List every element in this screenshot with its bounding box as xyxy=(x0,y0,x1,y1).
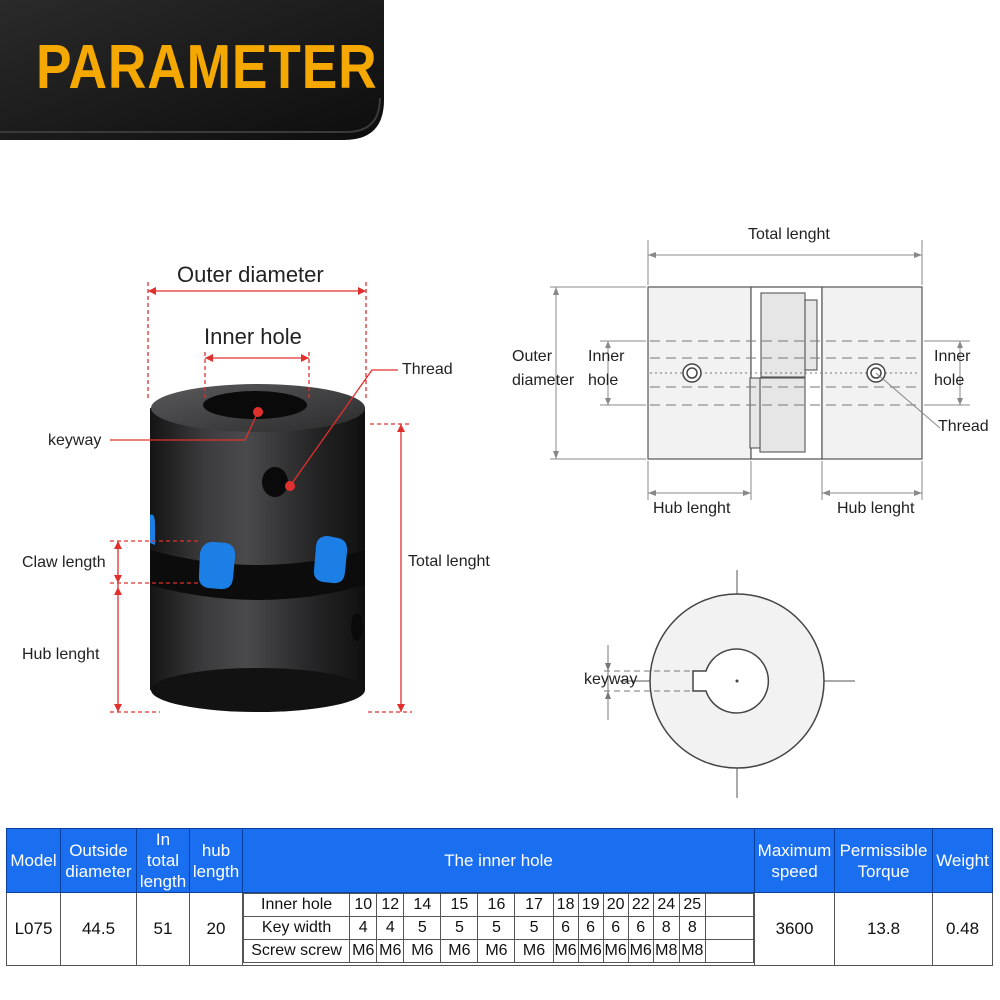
inner-grid-cell: 19 xyxy=(577,893,604,917)
inner-grid-cell: 5 xyxy=(477,916,516,940)
inner-grid-cell: M8 xyxy=(678,939,706,963)
table-header-row: Model Outside diameter In total length h… xyxy=(6,828,993,893)
banner xyxy=(0,0,384,140)
end-view-drawing xyxy=(604,570,855,798)
inner-grid-cell: M6 xyxy=(577,939,604,963)
inner-grid-cell: 6 xyxy=(627,916,654,940)
inner-grid-cell: M6 xyxy=(376,939,405,963)
inner-grid-cell: 8 xyxy=(678,916,706,940)
inner-grid-cell: 6 xyxy=(577,916,604,940)
inner-grid-cell: 16 xyxy=(477,893,516,917)
inner-grid-cell: 6 xyxy=(552,916,579,940)
cell-model: L075 xyxy=(6,892,61,966)
label-outer-side-2: diameter xyxy=(512,372,575,389)
header-outside-diameter: Outside diameter xyxy=(60,828,137,893)
label-inner-right-2: hole xyxy=(934,372,965,389)
cell-max-speed: 3600 xyxy=(754,892,835,966)
header-inner-hole: The inner hole xyxy=(242,828,755,893)
inner-grid-cell xyxy=(704,939,755,963)
inner-grid-cell: M6 xyxy=(602,939,629,963)
label-outer-diameter: Outer diameter xyxy=(177,262,324,287)
inner-grid-cell: M6 xyxy=(552,939,579,963)
side-view-drawing xyxy=(550,240,970,500)
inner-grid-cell: M6 xyxy=(403,939,442,963)
inner-grid-cell: M6 xyxy=(477,939,516,963)
label-hub-left: Hub lenght xyxy=(653,500,731,517)
inner-grid-cell: 5 xyxy=(403,916,442,940)
label-keyway-photo: keyway xyxy=(48,432,102,449)
inner-grid-cell: 10 xyxy=(349,893,378,917)
inner-grid-cell: M6 xyxy=(514,939,554,963)
label-keyway-end: keyway xyxy=(584,671,638,688)
inner-grid-cell: 12 xyxy=(376,893,405,917)
cell-hub-length: 20 xyxy=(189,892,243,966)
inner-grid-cell: M6 xyxy=(627,939,654,963)
inner-grid-cell: 25 xyxy=(678,893,706,917)
inner-grid-cell: M6 xyxy=(349,939,378,963)
inner-grid-cell: 4 xyxy=(376,916,405,940)
header-max-speed: Maximum speed xyxy=(754,828,835,893)
cell-torque: 13.8 xyxy=(834,892,933,966)
inner-grid-cell: 4 xyxy=(349,916,378,940)
coupling-photo xyxy=(110,282,412,713)
label-claw-length: Claw length xyxy=(22,554,106,571)
label-total-length-photo: Total lenght xyxy=(408,553,490,570)
header-torque: Permissible Torque xyxy=(834,828,933,893)
label-total-length-side: Total lenght xyxy=(748,226,830,243)
label-thread-side: Thread xyxy=(938,418,989,435)
label-outer-side-1: Outer xyxy=(512,348,553,365)
label-thread-photo: Thread xyxy=(402,361,453,378)
cell-outside-diameter: 44.5 xyxy=(60,892,137,966)
label-inner-left-2: hole xyxy=(588,372,619,389)
inner-grid-cell: 5 xyxy=(514,916,554,940)
inner-grid-cell: M6 xyxy=(440,939,479,963)
inner-grid-cell: 22 xyxy=(627,893,654,917)
inner-grid-cell xyxy=(704,916,755,940)
label-inner-hole: Inner hole xyxy=(204,324,302,349)
header-model: Model xyxy=(6,828,61,893)
inner-grid-cell: 24 xyxy=(652,893,680,917)
label-hub-length-photo: Hub lenght xyxy=(22,646,100,663)
inner-grid-cell: 20 xyxy=(602,893,629,917)
inner-grid-cell: 14 xyxy=(403,893,442,917)
cell-weight: 0.48 xyxy=(932,892,993,966)
inner-grid-cell: 18 xyxy=(552,893,579,917)
label-inner-right-1: Inner xyxy=(934,348,971,365)
inner-grid-cell: 8 xyxy=(652,916,680,940)
header-total-length: In total length xyxy=(136,828,190,893)
inner-grid-row-label: Screw screw xyxy=(242,939,351,963)
inner-grid-cell xyxy=(704,893,755,917)
inner-grid-cell: 6 xyxy=(602,916,629,940)
inner-grid-cell: 15 xyxy=(440,893,479,917)
header-weight: Weight xyxy=(932,828,993,893)
spec-table: Model Outside diameter In total length h… xyxy=(6,828,993,966)
cell-total-length: 51 xyxy=(136,892,190,966)
inner-grid-cell: 5 xyxy=(440,916,479,940)
label-hub-right: Hub lenght xyxy=(837,500,915,517)
header-hub-length: hub length xyxy=(189,828,243,893)
inner-grid-cell: M8 xyxy=(652,939,680,963)
inner-grid-cell: 17 xyxy=(514,893,554,917)
inner-grid-row-label: Inner hole xyxy=(242,893,351,917)
inner-grid-row-label: Key width xyxy=(242,916,351,940)
label-inner-left-1: Inner xyxy=(588,348,625,365)
